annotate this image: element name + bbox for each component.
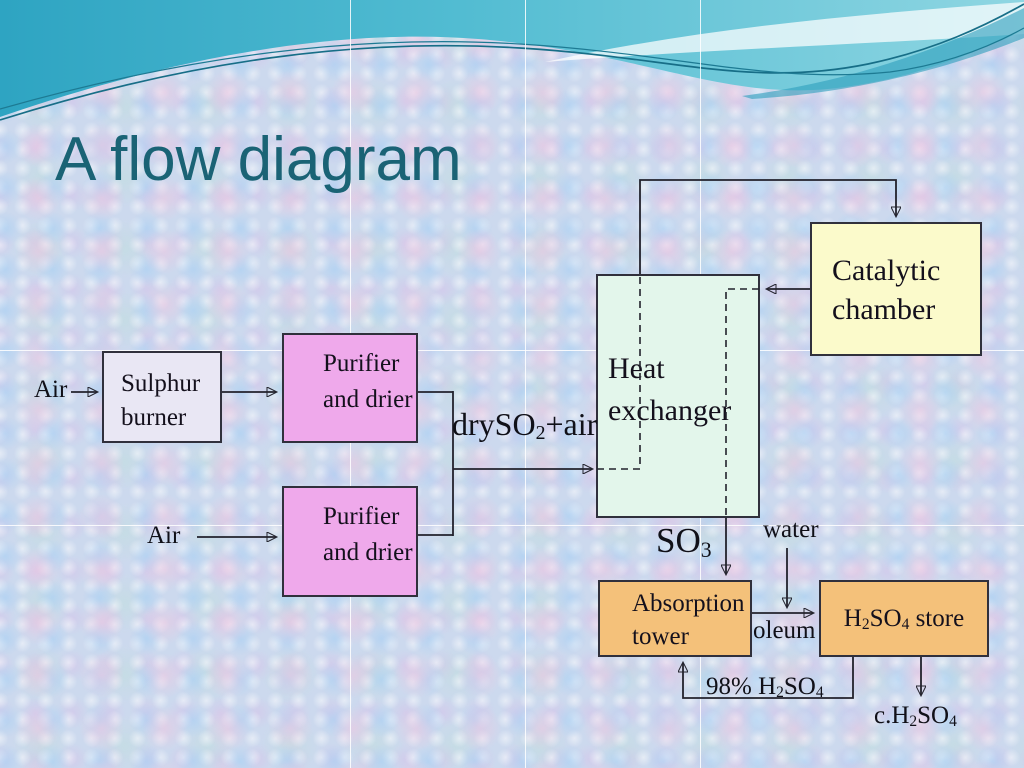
dry-so2-air-label: drySO2+air [452,406,598,445]
heat-exchanger-box: Heat exchanger [596,274,760,518]
h2so4-store-box: H2SO4 store [819,580,989,657]
dashed-path-inside-heat-exchanger-up [597,277,641,470]
wave-thin-curve-2 [0,27,1024,110]
acid-98-label: 98% H2SO4 [706,673,824,702]
wave-thin-curve-1 [0,3,1024,121]
acid-conc-label: c.H2SO4 [874,702,957,731]
sulphur-burner-label: Sulphur burner [121,370,201,431]
grid-vline-2 [525,0,526,768]
air-bottom-label: Air [147,522,181,549]
purifier-drier-bottom-label: Purifier and drier [323,503,413,566]
grid-hline-1 [0,350,1024,351]
header-wave-decoration [0,0,1024,121]
so3-label: SO3 [656,521,712,562]
catalytic-chamber-box: Catalytic chamber [810,222,982,356]
slide-title: A flow diagram [55,125,462,194]
heat-exchanger-label: Heat exchanger [608,352,732,427]
air-top-label: Air [34,376,68,403]
absorption-tower-label: Absorption tower [632,590,745,650]
catalytic-chamber-label: Catalytic chamber [832,254,941,326]
absorption-tower-box: Absorption tower [598,580,752,657]
water-label: water [763,516,819,543]
purifier-drier-top-box: Purifier and drier [282,333,418,443]
arrow-98-acid-return [683,657,854,699]
h2so4-store-label: H2SO4 store [843,605,965,634]
wave-white-sliver [545,2,1024,62]
purifier-drier-bottom-box: Purifier and drier [282,486,418,597]
sulphur-burner-box: Sulphur burner [102,351,222,443]
grid-hline-2 [0,525,1024,526]
dashed-path-inside-heat-exchanger-down [725,288,759,516]
arrow-heat-exchanger-to-catalytic-chamber [639,179,896,274]
purifier-drier-top-label: Purifier and drier [323,350,413,413]
oleum-label: oleum [753,617,816,644]
